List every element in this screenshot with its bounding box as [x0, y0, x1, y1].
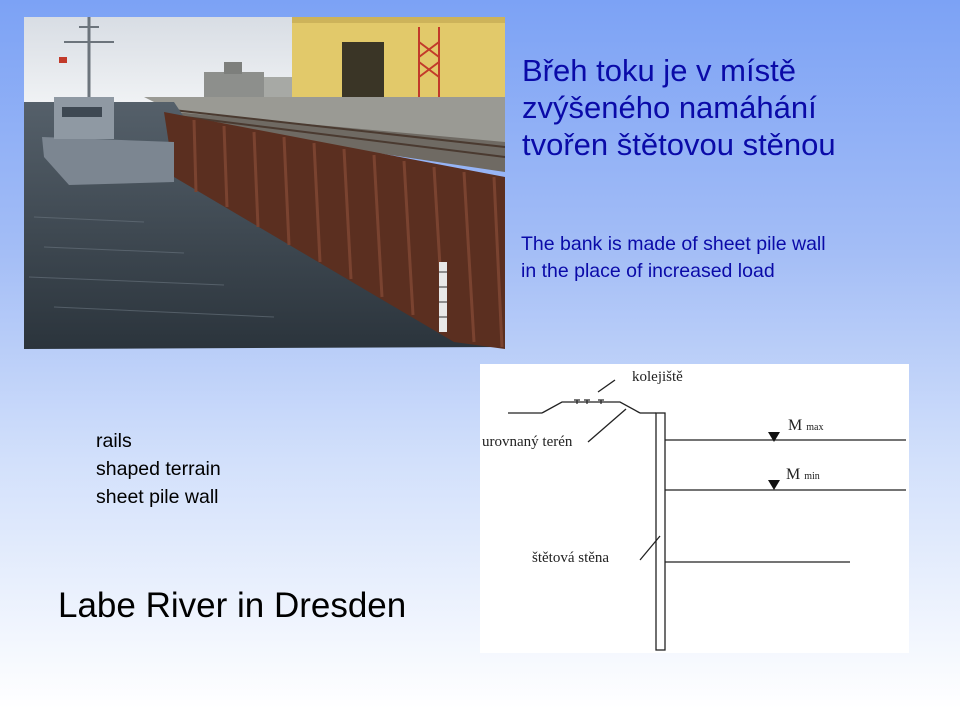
leader-wall [639, 535, 661, 561]
slide-subtitle: The bank is made of sheet pile wall in t… [521, 231, 941, 285]
slide-title: Břeh toku je v místě zvýšeného namáhání … [522, 52, 942, 163]
legend-rails: rails [96, 430, 132, 452]
min-level-marker [768, 480, 780, 490]
label-wall: štětová stěna [532, 550, 609, 566]
subtitle-line-2: in the place of increased load [521, 260, 775, 282]
cross-section-svg: kolejiště urovnaný terén štětová stěna M… [482, 369, 906, 651]
max-level-marker [768, 432, 780, 442]
title-line-3: tvořen štětovou stěnou [522, 127, 836, 162]
title-line-1: Břeh toku je v místě [522, 53, 796, 88]
photo-illustration [24, 17, 505, 349]
slide-caption: Labe River in Dresden [58, 586, 407, 625]
label-terrain: urovnaný terén [482, 434, 573, 450]
sheet-pile-wall [655, 412, 666, 651]
subtitle-line-1: The bank is made of sheet pile wall [521, 233, 826, 255]
river-bank-photo [24, 17, 505, 349]
leader-rails [597, 379, 616, 393]
leader-terrain [587, 408, 627, 443]
rails-symbols [574, 399, 604, 404]
embankment-outline [541, 401, 641, 414]
label-rails: kolejiště [632, 369, 683, 385]
cross-section-diagram: kolejiště urovnaný terén štětová stěna M… [480, 364, 909, 653]
title-line-2: zvýšeného namáhání [522, 90, 817, 125]
diagram-legend: rails shaped terrain sheet pile wall [96, 427, 221, 511]
legend-shaped-terrain: shaped terrain [96, 458, 221, 480]
legend-sheet-pile-wall: sheet pile wall [96, 486, 219, 508]
